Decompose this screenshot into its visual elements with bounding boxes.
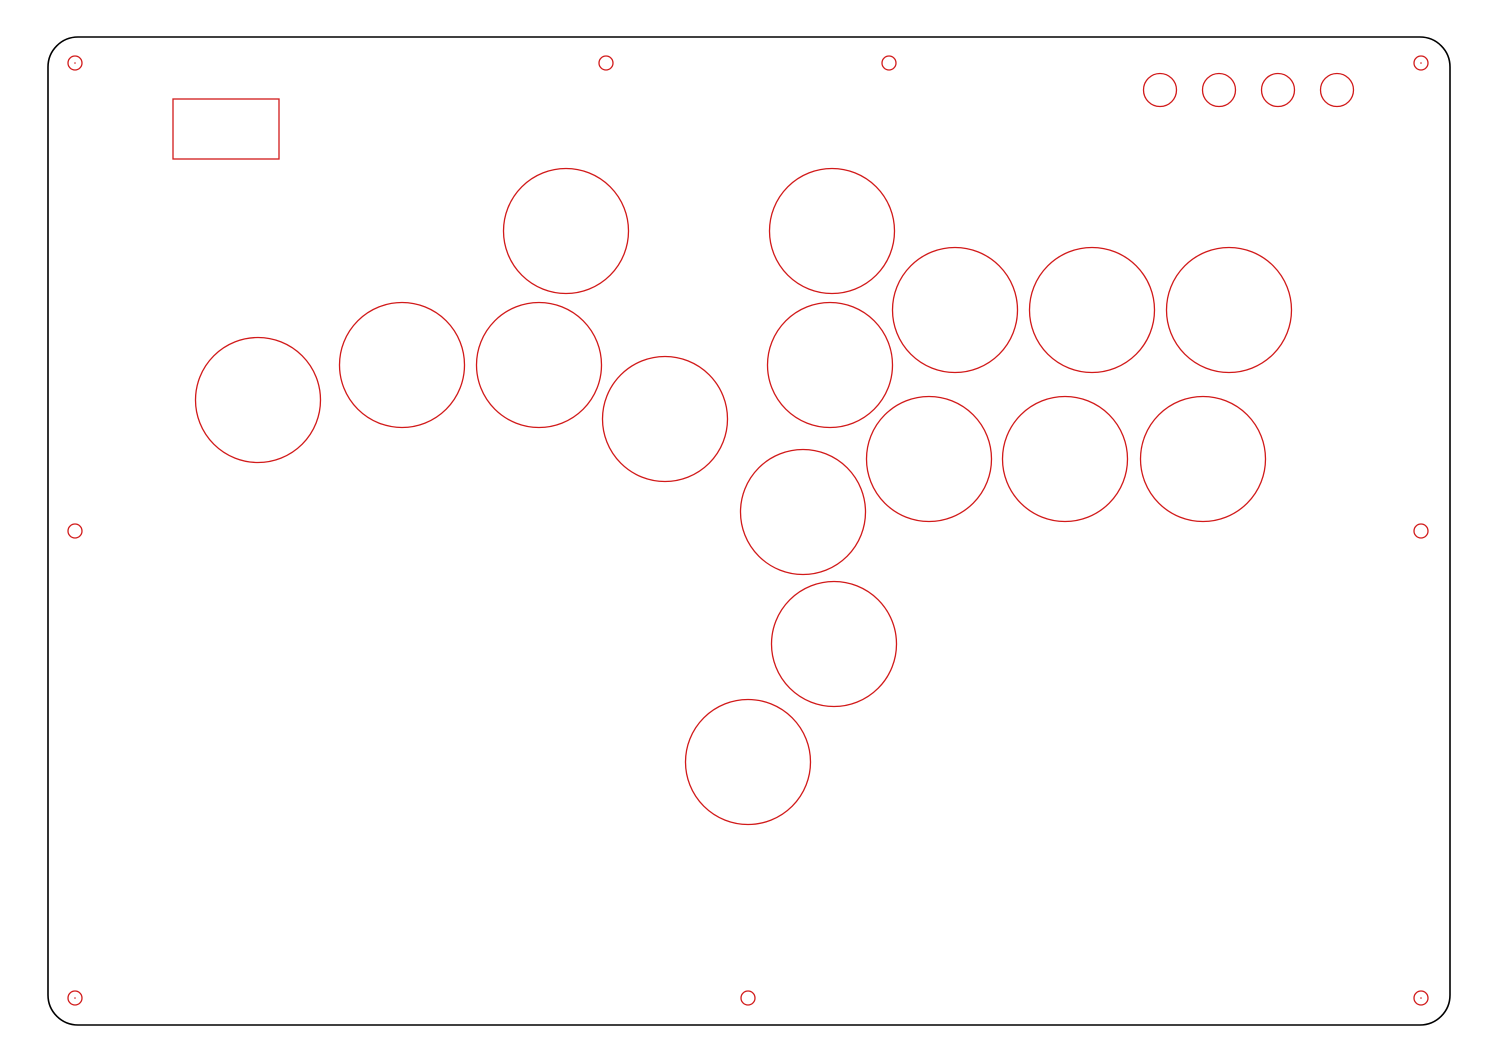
large-button-cutout bbox=[1028, 246, 1156, 374]
large-button-cutout bbox=[475, 301, 603, 429]
small-button-cutout bbox=[1260, 72, 1296, 108]
panel-outline-layer bbox=[47, 36, 1451, 1026]
large-button-cutout bbox=[1001, 395, 1129, 523]
large-button-cutout bbox=[766, 301, 894, 429]
large-button-cutout bbox=[770, 580, 898, 708]
mounting-hole bbox=[740, 990, 756, 1006]
large-button-cutout bbox=[739, 448, 867, 576]
mounting-hole-center-mark bbox=[1420, 997, 1422, 999]
large-button-cutout bbox=[1139, 395, 1267, 523]
large-button-cutout bbox=[768, 167, 896, 295]
small-button-cutout bbox=[1201, 72, 1237, 108]
mounting-hole bbox=[881, 55, 897, 71]
mounting-hole-center-mark bbox=[74, 997, 76, 999]
large-button-cutout bbox=[1165, 246, 1293, 374]
small-button-cutout bbox=[1319, 72, 1355, 108]
mounting-hole bbox=[67, 55, 83, 71]
mounting-hole bbox=[1413, 990, 1429, 1006]
large-button-cutout bbox=[865, 395, 993, 523]
large-button-cutout bbox=[891, 246, 1019, 374]
mounting-hole bbox=[67, 990, 83, 1006]
panel-outline bbox=[47, 36, 1451, 1026]
large-button-cutout bbox=[502, 167, 630, 295]
mounting-hole-center-mark bbox=[1420, 62, 1422, 64]
small-button-cutout bbox=[1142, 72, 1178, 108]
rectangular-cutout bbox=[172, 98, 280, 160]
mounting-hole-center-mark bbox=[74, 62, 76, 64]
large-button-cutout bbox=[684, 698, 812, 826]
mounting-hole bbox=[1413, 523, 1429, 539]
large-button-cutout bbox=[338, 301, 466, 429]
large-button-cutout bbox=[194, 336, 322, 464]
mounting-hole bbox=[1413, 55, 1429, 71]
mounting-hole bbox=[67, 523, 83, 539]
mounting-hole bbox=[598, 55, 614, 71]
large-button-cutout bbox=[601, 355, 729, 483]
cutouts-layer bbox=[67, 55, 1429, 1006]
